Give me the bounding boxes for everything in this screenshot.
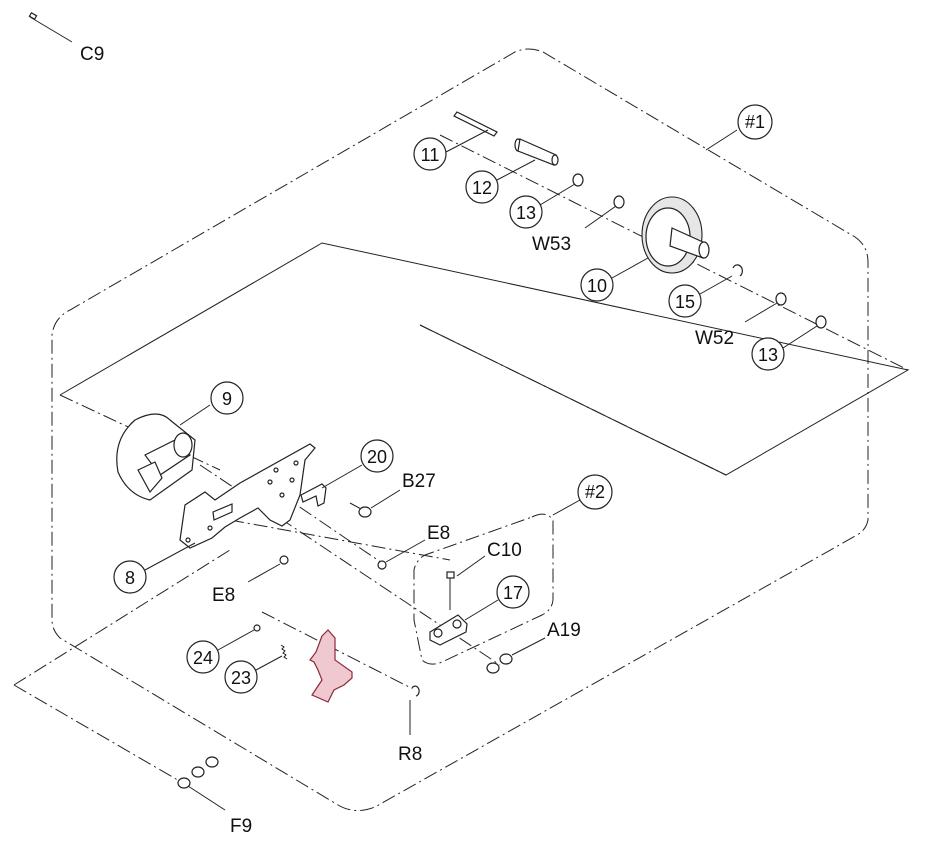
label-g1: #1: [745, 112, 765, 132]
label-w52: W52: [695, 328, 734, 349]
w52-leader: [744, 302, 778, 323]
p23-leader: [255, 655, 283, 671]
callout-13b: [751, 337, 785, 371]
p15-leader: [699, 275, 733, 295]
callout-g1: [737, 104, 773, 140]
b27-leader: [370, 489, 401, 509]
e8b-screw-icon: [279, 555, 289, 565]
label-17: 17: [503, 583, 523, 603]
callout-9: [210, 381, 244, 415]
e8a-screw-icon: [377, 560, 387, 570]
c9-leader: [29, 16, 73, 43]
label-c9: C9: [80, 44, 104, 65]
p12-leader: [496, 159, 536, 181]
part-23-spring-icon: [280, 644, 288, 660]
a19-leader: [511, 637, 546, 656]
lever-highlighted-icon: [309, 629, 353, 703]
callout-11: [413, 137, 447, 171]
label-w53: W53: [532, 234, 571, 255]
callout-g2: [577, 474, 613, 510]
p8-leader: [144, 542, 196, 571]
c10-leader: [456, 555, 486, 577]
part-24-ball-icon: [253, 624, 261, 632]
c9-pin-icon: [28, 11, 38, 21]
e8b-leader: [247, 563, 281, 583]
g1-leader: [705, 129, 738, 151]
part-11-rod-icon: [453, 111, 498, 137]
callout-24: [186, 640, 220, 674]
part-9-housing-icon: [116, 413, 196, 501]
label-f9: F9: [230, 816, 252, 837]
a19-screws-icon: [486, 653, 513, 674]
callout-17: [496, 575, 530, 609]
part-8-frame-icon: [179, 443, 316, 549]
label-a19: A19: [547, 620, 581, 641]
callout-8: [113, 560, 147, 594]
lower-plane-edge-2: [13, 684, 189, 787]
lower-plane-edge: [13, 549, 231, 686]
part-10-pulley-icon: [641, 196, 710, 274]
b27-screw-icon: [349, 502, 372, 518]
axis-line-2: [419, 324, 727, 476]
c10-screw-icon: [446, 571, 455, 610]
callout-15: [668, 284, 702, 318]
assembly-boundary-group2: [413, 513, 554, 665]
f9-screws-icon: [177, 756, 219, 789]
callout-10: [580, 268, 614, 302]
p11-leader: [445, 129, 489, 153]
part-13a-washer-icon: [572, 173, 584, 187]
label-20: 20: [367, 447, 387, 467]
w53-leader: [584, 205, 617, 229]
label-g2: #2: [585, 482, 605, 502]
w53-washer-icon: [613, 195, 625, 209]
label-r8: R8: [398, 744, 422, 765]
p9-leader: [179, 404, 211, 426]
e8a-leader: [385, 539, 426, 563]
callout-13a: [509, 195, 543, 229]
label-8: 8: [125, 568, 135, 588]
label-12: 12: [472, 178, 492, 198]
w52-washer-icon: [775, 292, 787, 306]
label-13b: 13: [758, 345, 778, 365]
label-13a: 13: [516, 203, 536, 223]
assembly-boundary-outer: [51, 48, 869, 811]
p24-leader: [217, 629, 255, 651]
p13a-leader: [539, 183, 576, 206]
label-b27: B27: [402, 471, 436, 492]
label-15: 15: [675, 292, 695, 312]
label-9: 9: [222, 389, 232, 409]
part-15-clip-icon: [732, 264, 743, 277]
f9-leader: [187, 785, 226, 811]
r8-clip-icon: [411, 685, 420, 697]
part-17-holder-icon: [429, 614, 468, 646]
label-23: 23: [231, 668, 251, 688]
callout-23: [224, 660, 258, 694]
label-11: 11: [421, 145, 440, 165]
p13b-leader: [782, 325, 818, 349]
g2-leader: [552, 499, 581, 516]
p17-leader: [464, 599, 499, 621]
label-e8a: E8: [427, 523, 450, 544]
callout-20: [360, 439, 394, 473]
part-20-bracket-icon: [300, 483, 327, 507]
callout-12: [465, 170, 499, 204]
label-24: 24: [193, 648, 213, 668]
label-c10: C10: [487, 540, 522, 561]
shaft-axis-4: [229, 519, 451, 561]
part-12-shaft-icon: [514, 138, 559, 166]
shaft-axis-3: [261, 611, 416, 691]
shaft-axis-1: [439, 134, 909, 371]
p10-leader: [611, 257, 649, 279]
part-13b-washer-icon: [815, 315, 827, 329]
label-10: 10: [587, 276, 607, 296]
label-e8b: E8: [212, 585, 235, 606]
p20-leader: [321, 464, 363, 489]
